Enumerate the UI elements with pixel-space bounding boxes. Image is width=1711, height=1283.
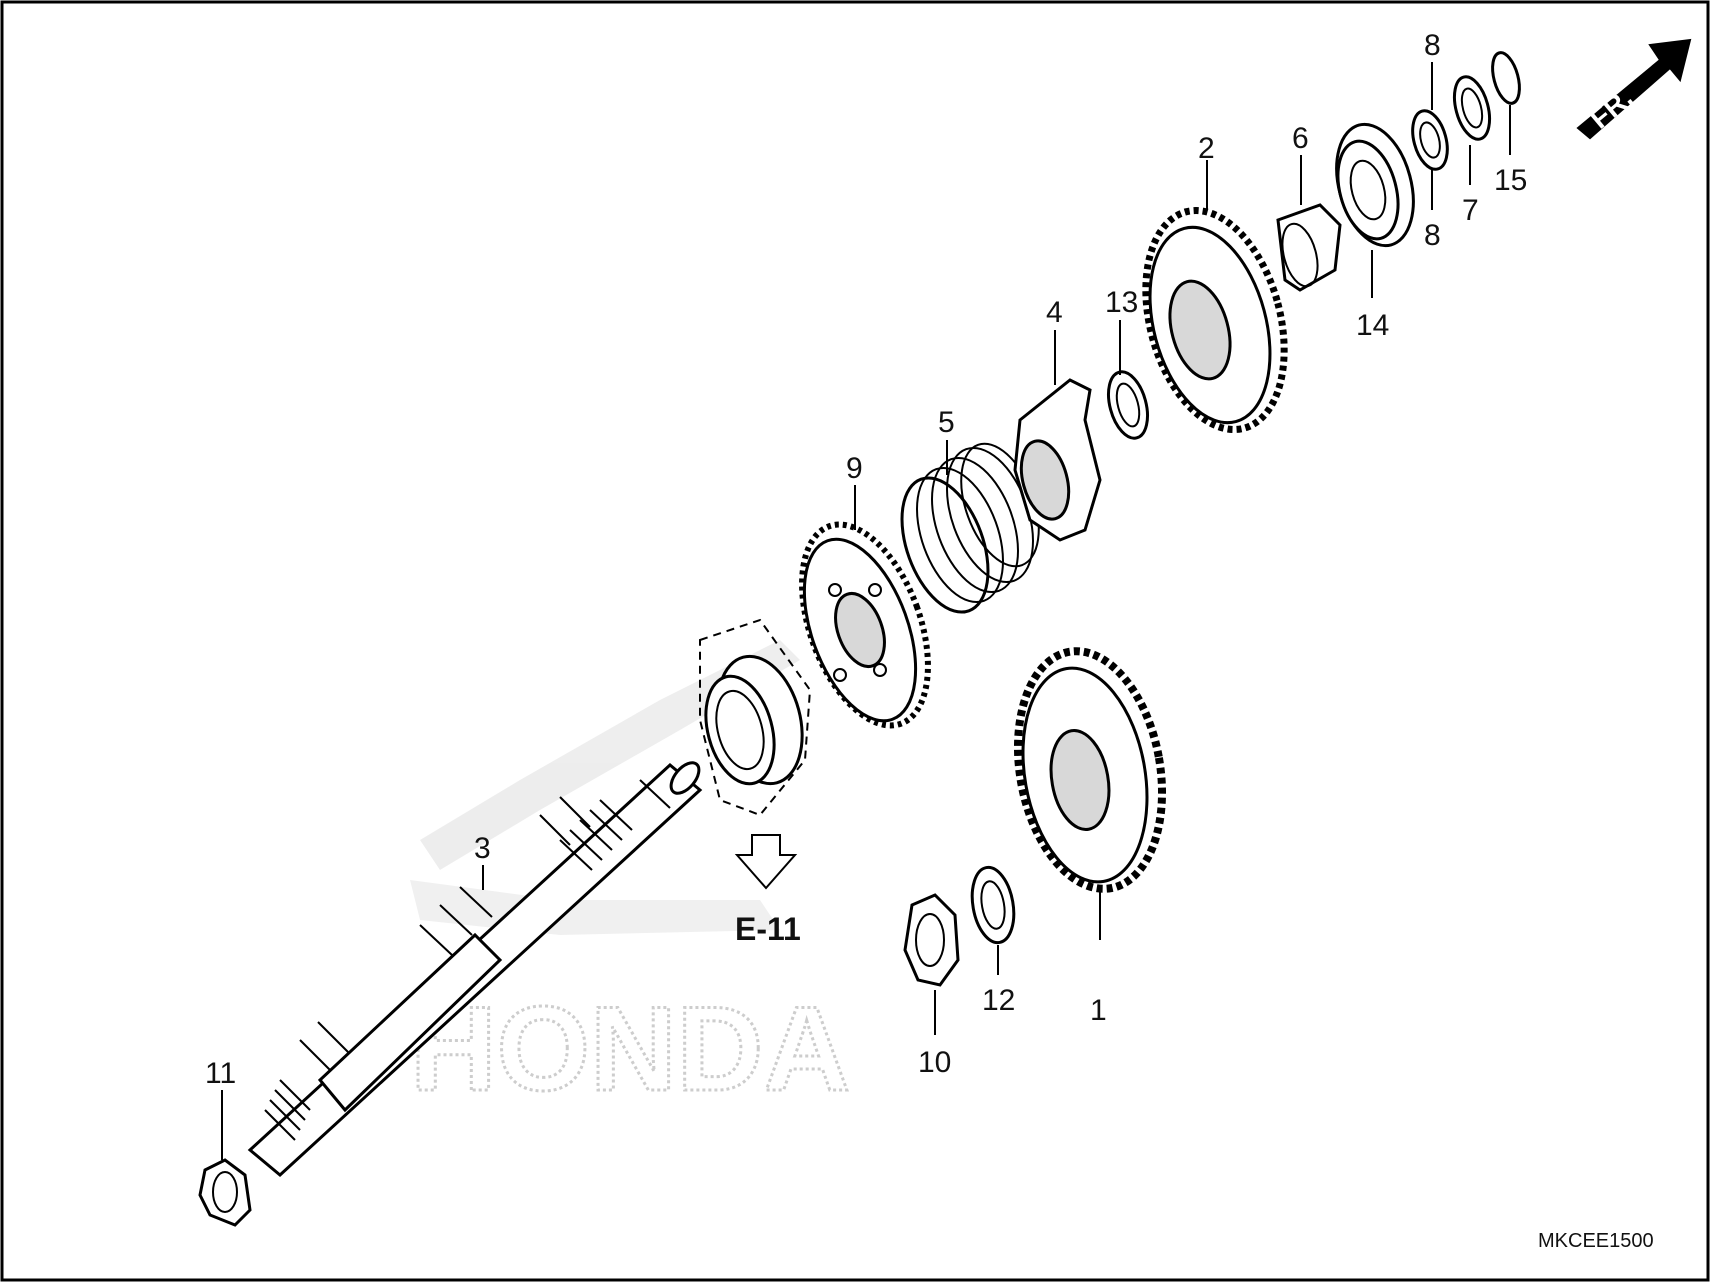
bearing-e11	[699, 618, 812, 817]
diagram-code: MKCEE1500	[1538, 1230, 1654, 1252]
callout-8b: 8	[1424, 219, 1441, 252]
callout-10: 10	[918, 1046, 951, 1079]
front-direction-arrow: FR.	[1576, 38, 1692, 140]
callout-14: 14	[1356, 309, 1389, 342]
washer-13	[1107, 370, 1149, 440]
bearing-14	[1335, 122, 1415, 248]
ring-8a	[1411, 109, 1449, 171]
callout-1: 1	[1090, 994, 1107, 1027]
gear-2	[1142, 207, 1288, 433]
collar-6	[1276, 203, 1342, 292]
callout-13: 13	[1105, 286, 1138, 319]
callout-2: 2	[1198, 132, 1215, 165]
mainshaft	[247, 761, 703, 1177]
reference-e11: E-11	[734, 834, 801, 947]
callouts: 1 2 3 4 5 6 7 8 8 9 10 11 12 13 14 15	[205, 29, 1527, 1090]
nut-10	[903, 893, 960, 987]
washer-12	[970, 865, 1016, 945]
callout-12: 12	[982, 984, 1015, 1017]
callout-8a: 8	[1424, 29, 1441, 62]
leader-lines	[221, 62, 1511, 1160]
callout-6: 6	[1292, 122, 1309, 155]
part-4	[1013, 378, 1102, 542]
lock-nut-11	[198, 1158, 252, 1227]
reference-label: E-11	[735, 911, 801, 947]
callout-4: 4	[1046, 296, 1063, 329]
gear-1	[1013, 647, 1167, 893]
callout-3: 3	[474, 832, 491, 865]
gear-9	[799, 521, 931, 729]
watermark-text: HONDA	[410, 982, 850, 1116]
circlip-15	[1491, 51, 1521, 105]
callout-5: 5	[938, 406, 955, 439]
callout-9: 9	[846, 452, 863, 485]
ring-7	[1452, 75, 1492, 141]
callout-7: 7	[1462, 194, 1479, 227]
callout-15: 15	[1494, 164, 1527, 197]
callout-11: 11	[205, 1057, 236, 1090]
